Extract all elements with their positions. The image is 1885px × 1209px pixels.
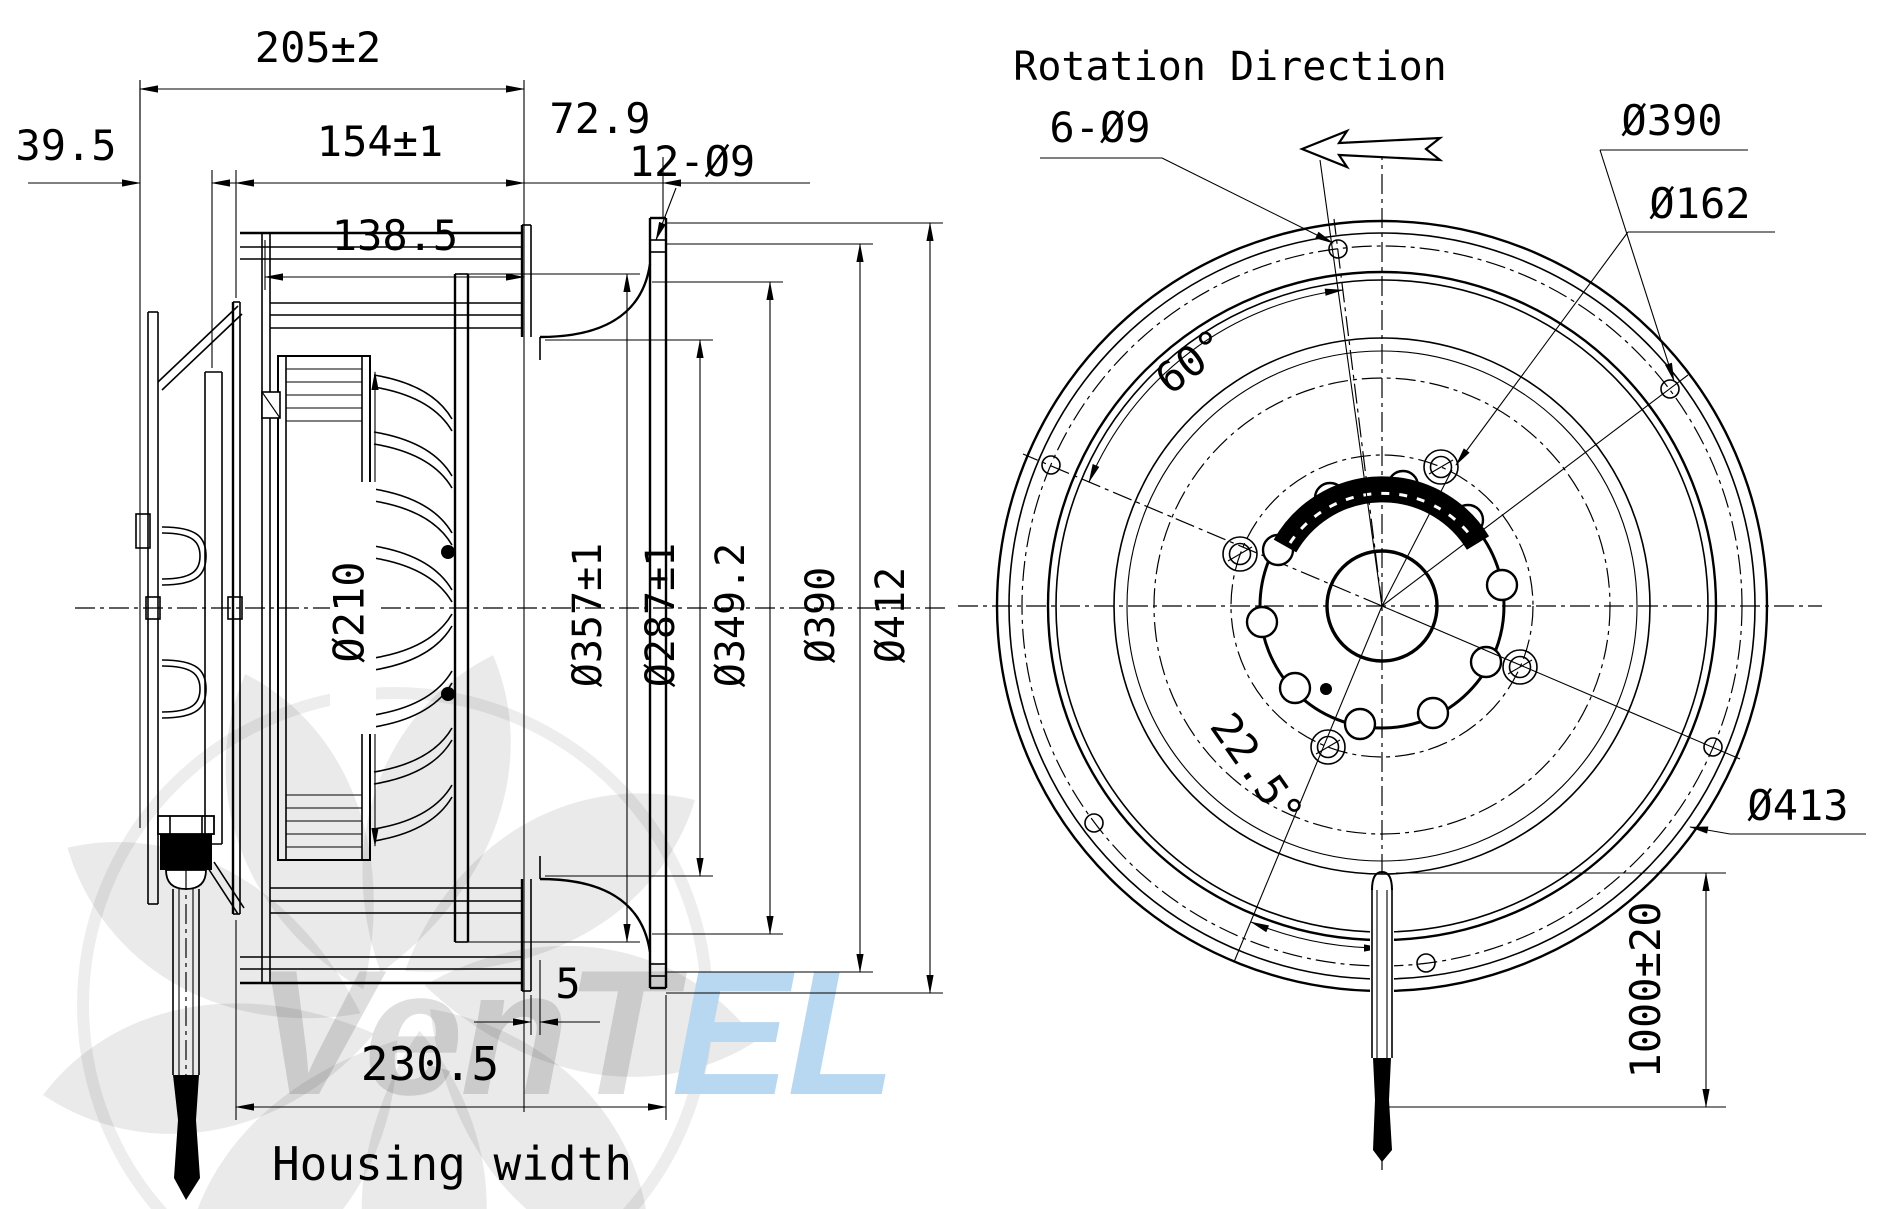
- inlet-and-flange: [539, 216, 668, 990]
- dia-backplate: Ø357±1: [565, 543, 611, 688]
- dia-bolt-circle-front: Ø390: [1621, 96, 1722, 145]
- dim-motor-depth: 154±1: [317, 117, 443, 166]
- dia-flange: Ø412: [868, 567, 914, 663]
- rotation-direction-label: Rotation Direction: [1013, 44, 1446, 90]
- impeller-shroud: [240, 224, 532, 992]
- cable-length-dim: 1000±20: [1386, 872, 1726, 1108]
- mount-holes-note: 6-Ø9: [1040, 103, 1334, 244]
- dia-motor: Ø210: [325, 561, 374, 662]
- impeller-edge-circle: [1113, 337, 1651, 875]
- motor-hub: [1222, 449, 1538, 765]
- dim-cable-length: 1000±20: [1621, 901, 1670, 1078]
- dia-hub-circle: Ø162: [1649, 179, 1750, 228]
- note-flange-holes: 12-Ø9: [629, 137, 755, 186]
- blade-rivet: [441, 687, 455, 701]
- hub-screws: [1222, 449, 1538, 765]
- dia-inlet: Ø287±1: [638, 543, 684, 688]
- dim-impeller-depth: 138.5: [332, 211, 458, 260]
- dim-bracket-offset: 39.5: [15, 121, 116, 170]
- watermark-text: VenTEL: [255, 930, 896, 1135]
- dia-outer: Ø413: [1747, 781, 1848, 830]
- impeller-inner-circle: [1126, 350, 1638, 862]
- bolt-circle: [1021, 245, 1743, 967]
- hub-circle-note: Ø162: [1455, 179, 1775, 466]
- side-view: 205±2 39.5 154±1 72.9 138.5: [15, 23, 945, 1200]
- side-dimensions: 205±2 39.5 154±1 72.9 138.5: [15, 23, 943, 1191]
- impeller-blades: [373, 374, 455, 842]
- balance-weight: [1320, 683, 1332, 695]
- bolt-circle-note: Ø390: [1599, 96, 1748, 382]
- angle-cable-label: 22.5°: [1201, 704, 1314, 836]
- dim-total-depth: 205±2: [255, 23, 381, 72]
- dia-bolt-circle-side: Ø390: [798, 567, 844, 663]
- dia-bellmouth: Ø349.2: [708, 543, 754, 688]
- outer-dia-note: Ø413: [1689, 781, 1866, 835]
- motor-bracket: [135, 80, 245, 915]
- front-view: 60° 22.5° Rotation Direction 6-Ø9 Ø390: [958, 44, 1866, 1170]
- rotation-arrow-icon: [1299, 128, 1444, 170]
- housing-width-label: Housing width: [272, 1137, 632, 1191]
- cable-frayed-end: [1373, 1058, 1392, 1162]
- dim-gap: 5: [555, 959, 580, 1008]
- dim-housing-width: 230.5: [361, 1037, 499, 1091]
- shaft-bore: [1325, 549, 1439, 663]
- front-cable: [1370, 870, 1394, 1162]
- motor-plates: [204, 301, 241, 915]
- hub-bolt-circle: [1230, 454, 1534, 758]
- impeller-hub-circle: [1153, 377, 1611, 835]
- cable-gland: [157, 815, 215, 1200]
- watermark-text-gray: VenT: [255, 933, 675, 1132]
- motor-label-band: [1273, 476, 1490, 553]
- dim-inlet-depth: 72.9: [549, 94, 650, 143]
- blade-rivet: [441, 545, 455, 559]
- note-mount-holes: 6-Ø9: [1049, 103, 1150, 152]
- cable-frayed-end: [173, 1075, 200, 1200]
- radial-lines: [1233, 159, 1741, 963]
